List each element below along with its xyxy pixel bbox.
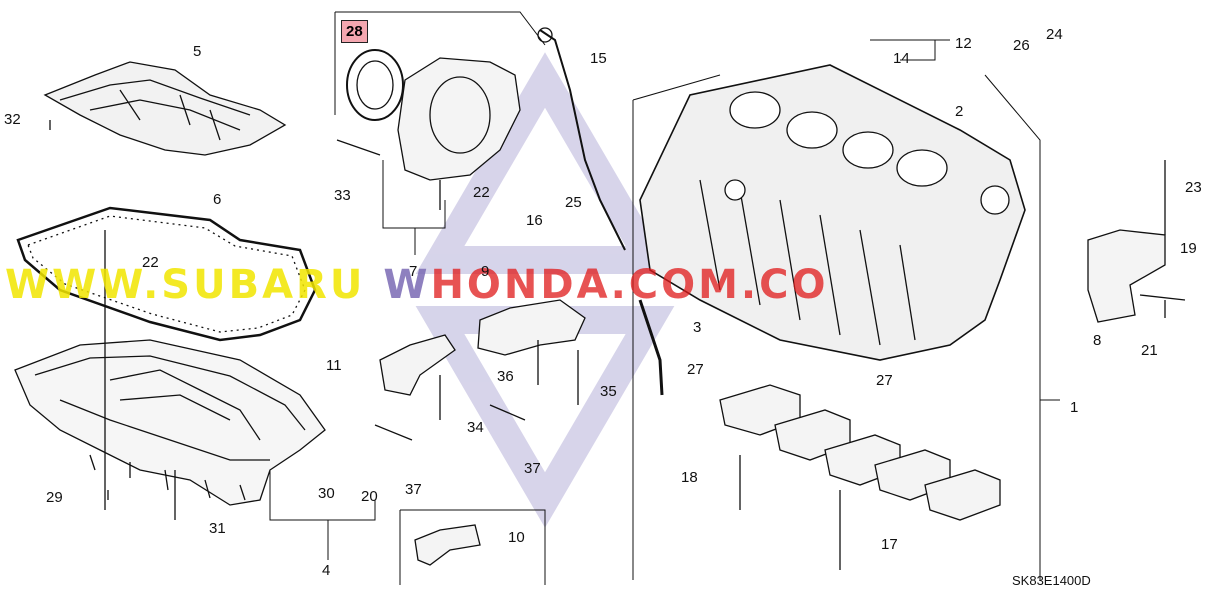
- part-label-17: 17: [881, 536, 898, 553]
- part-label-4: 4: [322, 562, 331, 579]
- part-label-30: 30: [318, 485, 335, 502]
- part-label-7: 7: [409, 263, 418, 280]
- part-label-29: 29: [46, 489, 63, 506]
- part-label-36: 36: [497, 368, 514, 385]
- part-label-24: 24: [1046, 26, 1063, 43]
- cylinder-block-part-1: [639, 64, 1026, 361]
- bracket-part-10: [414, 524, 481, 566]
- oil-seal-part-28: [346, 49, 404, 121]
- watermark-part-2: W: [383, 262, 431, 308]
- part-label-31: 31: [209, 520, 226, 537]
- diagram-code: SK83E1400D: [1012, 573, 1091, 588]
- part-label-15: 15: [590, 50, 607, 67]
- watermark-part-3: HONDA: [430, 262, 611, 308]
- part-label-32: 32: [4, 111, 21, 128]
- part-label-37-right: 37: [524, 460, 541, 477]
- brackets-9-11: [379, 299, 586, 396]
- part-label-22-upper: 22: [473, 184, 490, 201]
- part-label-33: 33: [334, 187, 351, 204]
- watermark-part-4: .COM.CO: [610, 262, 829, 308]
- oil-pan-part-4: [14, 339, 326, 506]
- leader-lines: [269, 11, 1060, 585]
- part-label-35: 35: [600, 383, 617, 400]
- bracket-part-8: [1087, 229, 1166, 323]
- part-label-10: 10: [508, 529, 525, 546]
- part-label-16: 16: [526, 212, 543, 229]
- part-label-20: 20: [361, 488, 378, 505]
- part-label-22-lower: 22: [142, 254, 159, 271]
- seal-housing: [397, 57, 521, 181]
- part-label-26: 26: [1013, 37, 1030, 54]
- part-label-3: 3: [693, 319, 702, 336]
- part-label-28-highlight: 28: [341, 20, 368, 43]
- part-label-1: 1: [1070, 399, 1079, 416]
- oil-pan-gasket-part-6: [16, 206, 317, 342]
- part-label-19: 19: [1180, 240, 1197, 257]
- part-label-27-left: 27: [687, 361, 704, 378]
- bolts: [49, 120, 1186, 570]
- part-label-2: 2: [955, 103, 964, 120]
- part-label-34: 34: [467, 419, 484, 436]
- part-label-14: 14: [893, 50, 910, 67]
- pipe-part-3: [638, 299, 664, 396]
- lower-cover-part-5: [43, 61, 287, 156]
- part-label-6: 6: [213, 191, 222, 208]
- part-label-37-left: 37: [405, 481, 422, 498]
- watermark-text: WWW.SUBARU WHONDA.COM.CO: [0, 262, 1206, 308]
- part-label-18: 18: [681, 469, 698, 486]
- part-label-5: 5: [193, 43, 202, 60]
- part-label-25: 25: [565, 194, 582, 211]
- watermark-part-1: WWW.SUBARU: [5, 262, 366, 308]
- part-label-12: 12: [955, 35, 972, 52]
- bearing-caps: [719, 384, 1001, 521]
- part-label-27-right: 27: [876, 372, 893, 389]
- part-label-11: 11: [326, 357, 342, 374]
- part-label-21: 21: [1141, 342, 1158, 359]
- part-label-23: 23: [1185, 179, 1202, 196]
- part-label-9: 9: [481, 263, 490, 280]
- part-label-8: 8: [1093, 332, 1102, 349]
